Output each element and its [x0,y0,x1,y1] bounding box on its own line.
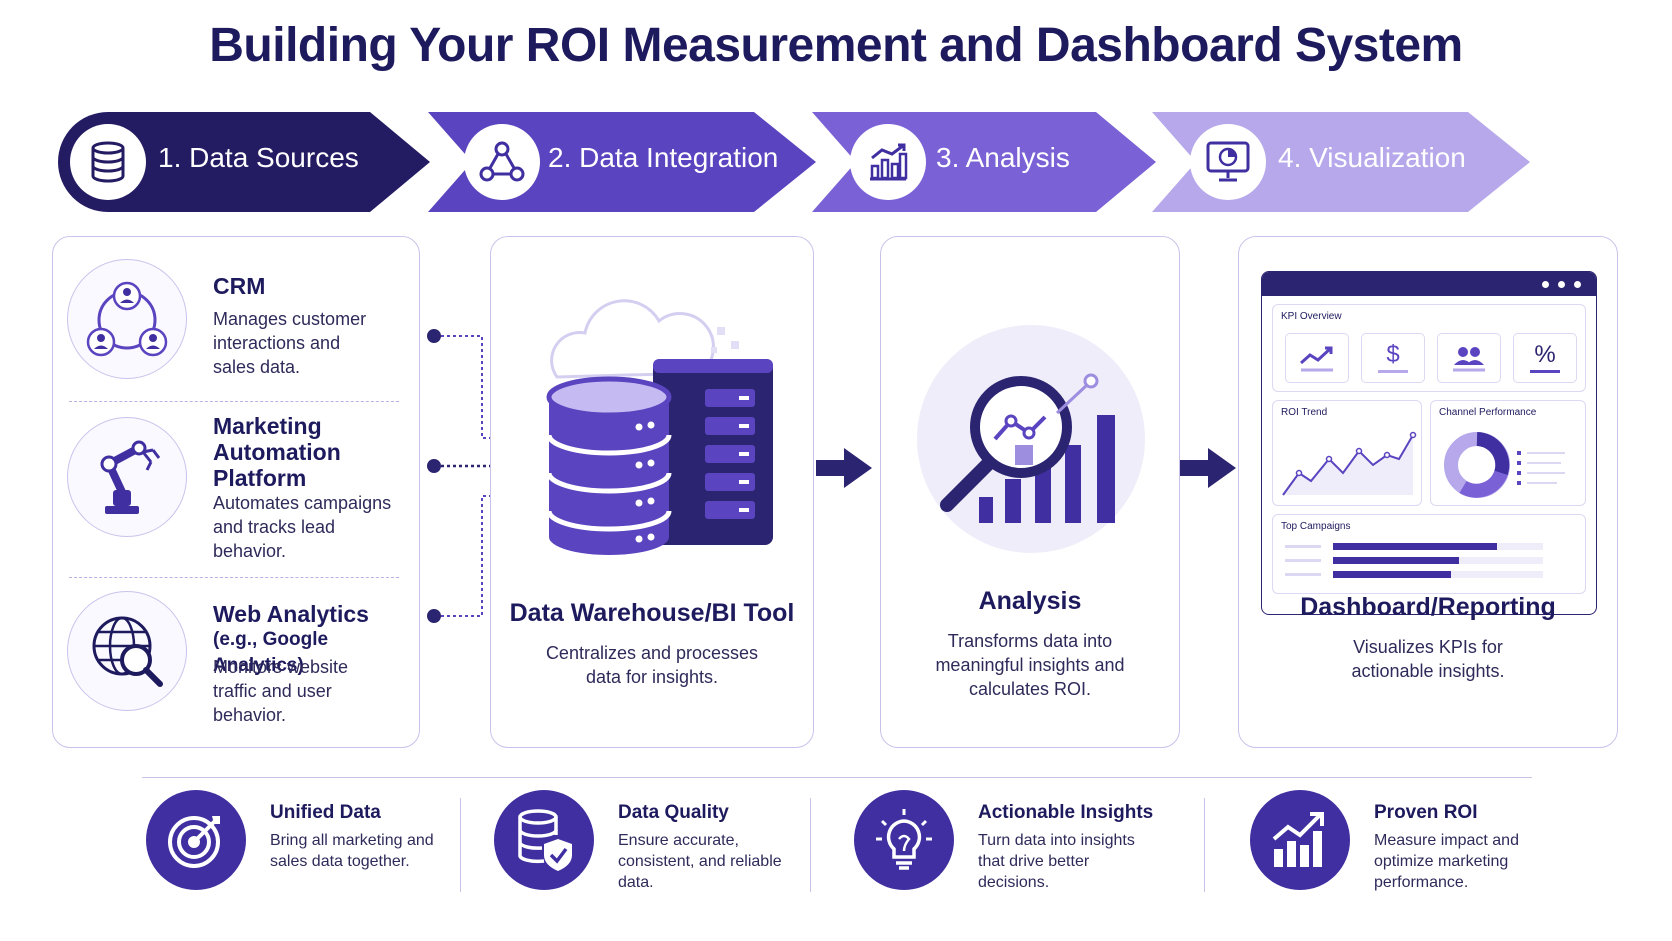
benefit-desc: Bring all marketing and sales data toget… [270,832,434,870]
channel-performance-card: Channel Performance [1430,400,1586,506]
lightbulb-icon [854,790,954,890]
separator [810,798,811,892]
target-icon [146,790,246,890]
step-label: 1. Data Sources [158,142,359,173]
benefit-title: Unified Data [270,802,381,823]
growth-chart-icon [1250,790,1350,890]
top-campaigns-card: Top Campaigns [1272,514,1586,594]
roi-trend-card: ROI Trend [1272,400,1422,506]
separator [1204,798,1205,892]
robot-arm-icon [67,417,187,537]
bar-chart-icon [850,124,926,200]
step-analysis: 3. Analysis [812,112,1156,212]
analysis-title: Analysis [978,587,1082,615]
step-label: 3. Analysis [936,142,1070,173]
percent-icon: % [1513,333,1577,383]
source-title: Web Analytics (e.g., Google Analytics) [213,601,369,676]
trend-icon [1285,333,1349,383]
step-label: 4. Visualization [1278,142,1466,173]
people-network-icon [67,259,187,379]
benefit-desc: Measure impact and optimize marketing pe… [1374,832,1519,891]
database-icon [70,124,146,200]
flow-arrow [1180,448,1236,488]
separator [460,798,461,892]
benefit-title: Data Quality [618,802,729,823]
step-data-sources: 1. Data Sources [58,112,430,212]
monitor-chart-icon [1190,124,1266,200]
reporting-title: Dashboard/Reporting [1300,593,1556,621]
shield-database-icon [494,790,594,890]
divider [69,401,399,402]
dollar-icon: $ [1361,333,1425,383]
step-data-integration: 2. Data Integration [428,112,816,212]
integration-title: Data Warehouse/BI Tool [509,599,795,627]
integration-panel: Data Warehouse/BI Tool Centralizes and p… [490,236,814,748]
benefit-desc: Ensure accurate, consistent, and reliabl… [618,832,782,891]
source-title: CRM [213,273,266,299]
benefit-title: Actionable Insights [978,802,1154,823]
benefit-desc: Turn data into insights that drive bette… [978,832,1135,891]
dashboard-mockup: KPI Overview $ % ROI Trend Channel Pe [1261,271,1597,615]
users-icon [1437,333,1501,383]
step-visualization: 4. Visualization [1152,112,1530,212]
globe-search-icon [67,591,187,711]
dashboard-titlebar [1262,272,1596,296]
page-title: Building Your ROI Measurement and Dashbo… [209,19,1463,72]
flow-arrow [816,448,872,488]
nodes-icon [464,124,540,200]
kpi-overview-card: KPI Overview $ % [1272,304,1586,392]
data-warehouse-illustration [546,299,773,555]
step-label: 2. Data Integration [548,142,779,173]
reporting-panel: KPI Overview $ % ROI Trend Channel Pe [1238,236,1618,748]
magnifier-chart-illustration [917,325,1145,553]
divider [142,777,1532,778]
divider [69,577,399,578]
benefit-title: Proven ROI [1374,802,1478,823]
